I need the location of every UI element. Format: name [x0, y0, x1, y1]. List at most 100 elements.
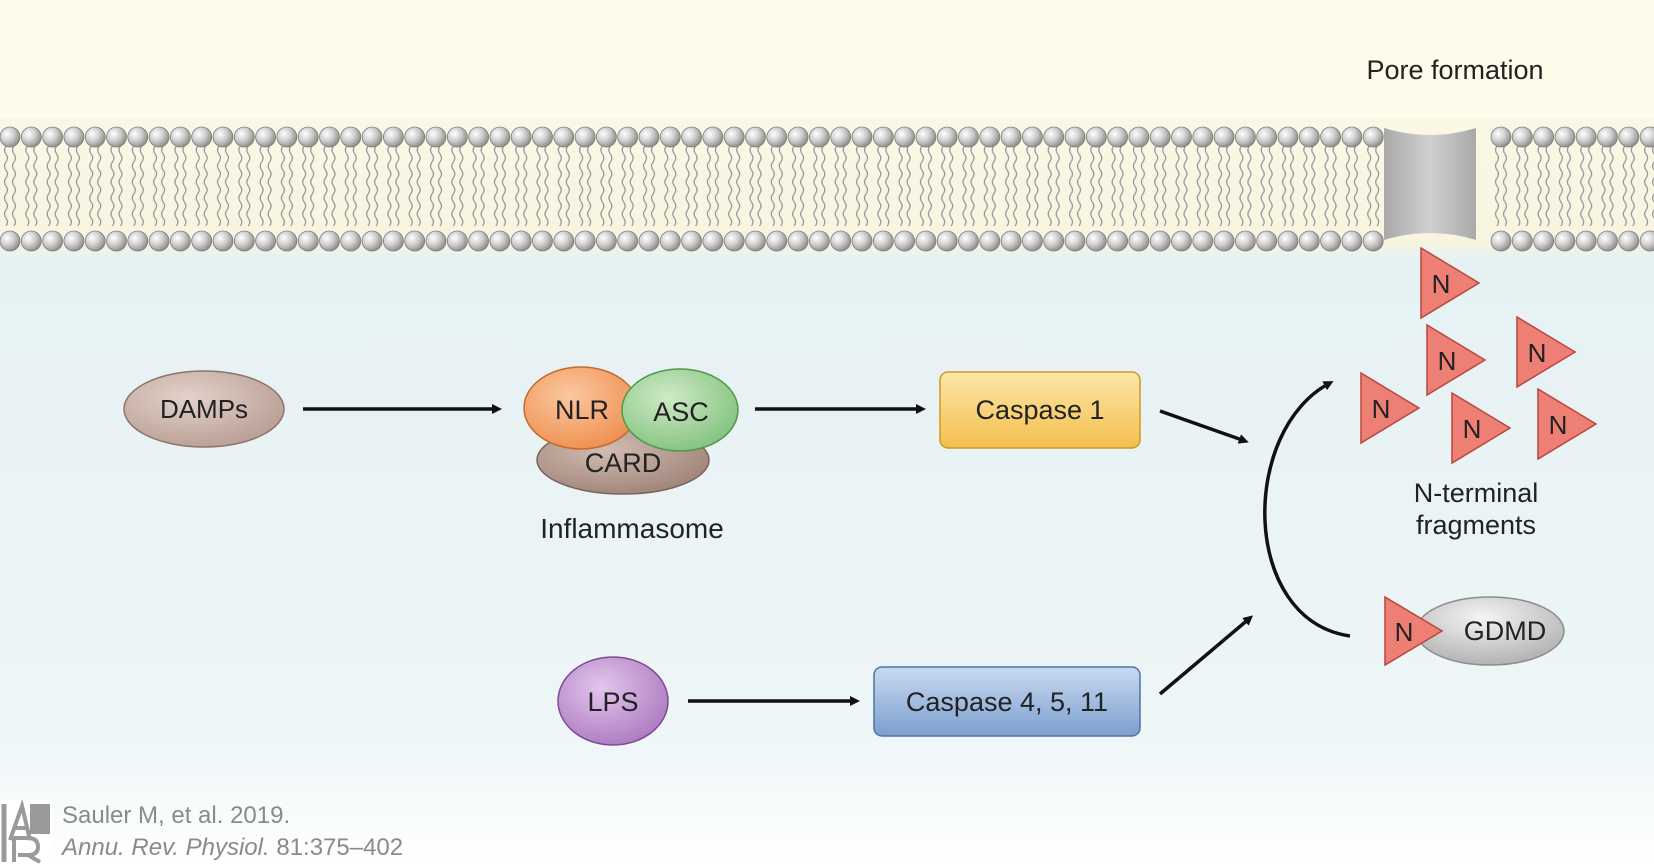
lipid-tail: [672, 145, 677, 227]
lipid-tail: [1012, 145, 1018, 227]
lipid-head: [84, 230, 106, 252]
lipid-tail: [118, 145, 123, 227]
lipid-head: [1320, 126, 1341, 148]
lipid-tail: [791, 145, 797, 227]
lipid-tail: [799, 145, 805, 227]
lipid-head: [1000, 126, 1022, 148]
lipid-head: [1085, 230, 1107, 252]
lipid-head: [532, 230, 553, 252]
lipid-tail: [1524, 145, 1529, 227]
lipid-tail: [1026, 145, 1031, 227]
lipid-head: [1235, 230, 1256, 252]
lipid-tail: [642, 145, 648, 227]
lipid-tail: [352, 145, 357, 227]
lipid-head: [745, 230, 766, 252]
lipid-head: [1256, 126, 1278, 148]
lipid-head: [468, 126, 490, 148]
lipid-tail: [493, 145, 499, 227]
lipid-head: [510, 230, 532, 252]
lipid-tail: [1239, 145, 1244, 227]
lipid-head: [617, 126, 639, 148]
lipid-head: [212, 126, 234, 148]
lipid-head: [1000, 230, 1022, 252]
lipid-tail: [1098, 145, 1103, 227]
lipid-head: [20, 230, 42, 252]
lipid-tail: [855, 145, 861, 227]
lipid-head: [276, 126, 298, 148]
lipid-head: [702, 126, 724, 148]
lipid-head: [404, 126, 426, 148]
lipid-tail: [365, 145, 371, 227]
lipid-head: [1362, 126, 1384, 148]
lipid-tail: [1162, 145, 1167, 227]
lipid-head: [638, 126, 660, 148]
inflammasome-complex: CARD NLR ASC: [523, 366, 739, 495]
lipid-tail: [685, 145, 690, 227]
lipid-head: [787, 126, 809, 148]
lipid-tail: [927, 145, 933, 227]
lipid-tail: [472, 145, 477, 227]
lipid-tail: [1068, 145, 1074, 227]
lipid-head: [915, 126, 937, 148]
lipid-tail: [160, 145, 166, 227]
lipid-tail: [480, 145, 485, 227]
n-fragment: N: [1360, 371, 1421, 445]
lipid-head: [532, 126, 553, 148]
lipid-head: [425, 126, 447, 148]
lipid-tail: [1183, 145, 1188, 227]
damps-label: DAMPs: [160, 394, 248, 424]
lipid-head: [659, 126, 681, 148]
lipid-tail: [1303, 145, 1308, 227]
lipid-head: [1320, 230, 1341, 252]
lipid-head: [809, 230, 830, 252]
lipid-head: [1639, 230, 1654, 252]
lipid-head: [148, 230, 170, 252]
lipid-head: [382, 230, 404, 252]
lipid-tail: [898, 145, 903, 227]
lipid-head: [1128, 230, 1150, 252]
lipid-tail: [834, 145, 839, 227]
lipid-tail: [1090, 145, 1095, 227]
lipid-tail: [1558, 145, 1564, 227]
lipid-tail: [1367, 145, 1372, 227]
lipid-tail: [1111, 145, 1116, 227]
lipid-tail: [813, 145, 818, 227]
lipid-head: [489, 230, 511, 252]
lipid-tail: [1545, 145, 1550, 227]
lipid-tail: [459, 145, 464, 227]
lipid-tail: [75, 145, 81, 227]
lipid-tail: [387, 145, 392, 227]
lipid-head: [1171, 230, 1192, 252]
lipid-tail: [515, 145, 520, 227]
n-fragment-label: N: [1463, 414, 1482, 444]
lipid-head: [148, 126, 170, 148]
arrow-caspase1-to-cleavage: [1159, 409, 1249, 444]
damps-node: [123, 370, 285, 448]
card-label: CARD: [585, 448, 662, 478]
lipid-head: [1597, 126, 1618, 148]
lipid-heads-outer: [0, 126, 1654, 148]
lipid-head: [1490, 230, 1512, 252]
arrow-caspase4511-to-cleavage: [1158, 615, 1254, 696]
lipid-head: [596, 230, 617, 252]
n-fragment-label: N: [1549, 410, 1568, 440]
lipid-tail: [906, 145, 911, 227]
inflammasome-label: Inflammasome: [540, 513, 724, 544]
lipid-head: [979, 230, 1001, 252]
lipid-head: [20, 126, 42, 148]
lipid-tail: [267, 145, 272, 227]
lipid-head: [63, 230, 85, 252]
lipid-tail: [174, 145, 179, 227]
n-fragment-label: N: [1438, 346, 1457, 376]
lipid-tail: [1353, 145, 1359, 227]
lipid-tail: [621, 145, 626, 227]
lipid-head: [766, 230, 788, 252]
lipid-head: [1533, 230, 1554, 252]
caspase1-label: Caspase 1: [975, 395, 1104, 425]
lipid-tail: [54, 145, 59, 227]
lipid-tail: [941, 145, 946, 227]
lipid-head: [489, 126, 511, 148]
lipid-tail: [728, 145, 733, 227]
